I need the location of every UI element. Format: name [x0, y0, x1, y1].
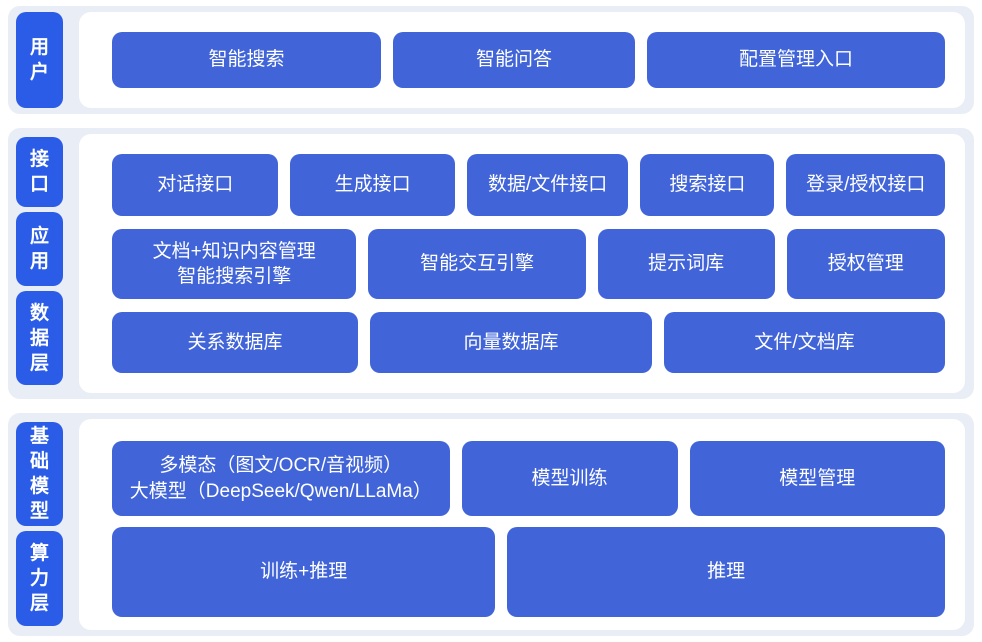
block-vector-database: 向量数据库: [370, 312, 652, 374]
middle-layers-panel: 接口 应用 数据层 对话接口 生成接口 数据/文件接口 搜索接口 登录/授权接口…: [8, 127, 974, 400]
bottom-layers-label-col: 基础模型 算力层: [16, 419, 63, 630]
middle-layers-card: 对话接口 生成接口 数据/文件接口 搜索接口 登录/授权接口 文档+知识内容管理…: [79, 133, 965, 394]
block-smart-qa: 智能问答: [393, 31, 635, 88]
block-model-training: 模型训练: [461, 441, 678, 517]
block-inference: 推理: [507, 527, 945, 618]
layer-label-compute: 算力层: [16, 531, 63, 627]
user-layer-row: 智能搜索 智能问答 配置管理入口: [112, 31, 945, 88]
block-smart-interaction-engine: 智能交互引擎: [368, 228, 586, 300]
foundation-model-row: 多模态（图文/OCR/音视频） 大模型（DeepSeek/Qwen/LLaMa）…: [112, 441, 945, 517]
layer-label-user: 用户: [16, 12, 63, 108]
bottom-layers-panel: 基础模型 算力层 多模态（图文/OCR/音视频） 大模型（DeepSeek/Qw…: [8, 413, 974, 637]
block-doc-knowledge-search-engine: 文档+知识内容管理 智能搜索引擎: [112, 228, 357, 300]
block-smart-search: 智能搜索: [112, 31, 382, 88]
block-multimodal-llm: 多模态（图文/OCR/音视频） 大模型（DeepSeek/Qwen/LLaMa）: [112, 441, 450, 517]
layer-label-data: 数据层: [16, 291, 63, 386]
layer-label-interface-text: 接口: [29, 148, 49, 195]
layer-label-data-text: 数据层: [29, 302, 49, 374]
block-generation-api: 生成接口: [290, 153, 455, 216]
block-authorization-management: 授权管理: [786, 228, 945, 300]
application-row: 文档+知识内容管理 智能搜索引擎 智能交互引擎 提示词库 授权管理: [112, 228, 945, 300]
layer-label-foundation-model-text: 基础模型: [29, 426, 49, 523]
data-row: 关系数据库 向量数据库 文件/文档库: [112, 312, 945, 374]
user-layer-label-col: 用户: [16, 12, 63, 108]
bottom-layers-card: 多模态（图文/OCR/音视频） 大模型（DeepSeek/Qwen/LLaMa）…: [79, 419, 965, 631]
layer-label-foundation-model: 基础模型: [16, 422, 63, 527]
block-search-api: 搜索接口: [640, 153, 775, 216]
user-layer-card: 智能搜索 智能问答 配置管理入口: [79, 12, 965, 108]
block-login-auth-api: 登录/授权接口: [786, 153, 945, 216]
layer-label-application: 应用: [16, 211, 63, 287]
block-training-plus-inference: 训练+推理: [112, 527, 496, 618]
compute-row: 训练+推理 推理: [112, 527, 945, 618]
block-relational-database: 关系数据库: [112, 312, 358, 374]
block-data-file-api: 数据/文件接口: [466, 153, 629, 216]
layer-label-user-text: 用户: [29, 36, 49, 83]
block-file-document-library: 文件/文档库: [663, 312, 945, 374]
block-model-management: 模型管理: [689, 441, 945, 517]
block-prompt-library: 提示词库: [597, 228, 775, 300]
interface-row: 对话接口 生成接口 数据/文件接口 搜索接口 登录/授权接口: [112, 153, 945, 216]
user-layer-panel: 用户 智能搜索 智能问答 配置管理入口: [8, 6, 974, 114]
layer-label-compute-text: 算力层: [29, 542, 49, 615]
layer-label-interface: 接口: [16, 136, 63, 207]
block-dialog-api: 对话接口: [112, 153, 279, 216]
block-config-management-entry: 配置管理入口: [646, 31, 945, 88]
middle-layers-label-col: 接口 应用 数据层: [16, 134, 63, 394]
layer-label-application-text: 应用: [29, 225, 49, 273]
